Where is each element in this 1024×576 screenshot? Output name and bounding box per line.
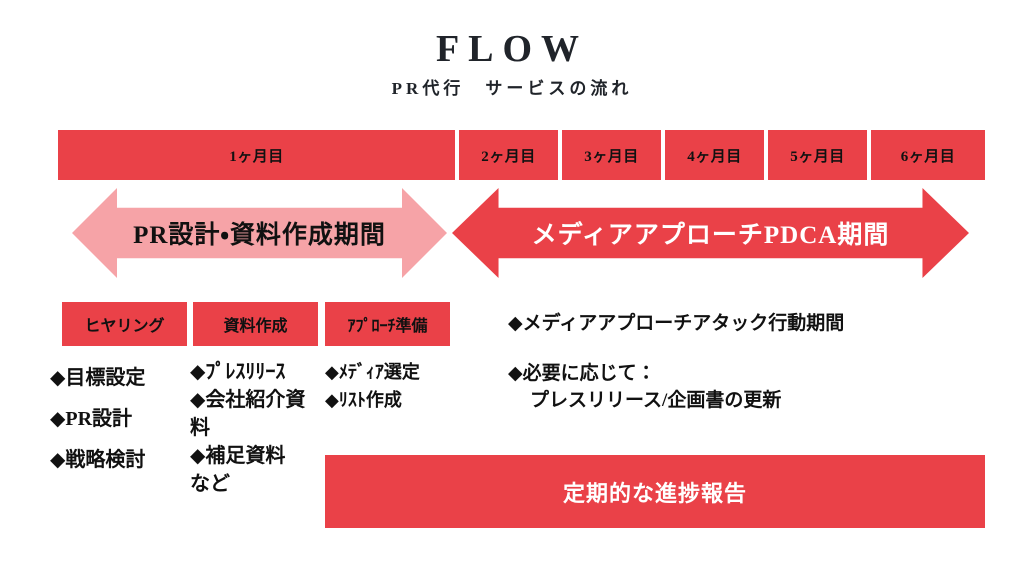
phase-arrow-label: PR設計・資料作成期間 <box>133 222 386 249</box>
bullet-item: ◆会社紹介資料 <box>190 389 306 439</box>
bullet-column-hearing: ◆目標設定 ◆PR設計 ◆戦略検討 <box>50 358 190 481</box>
note-block: ◆必要に応じて： プレスリリース/企画書の更新 <box>508 360 978 415</box>
bullet-column-materials: ◆ﾌﾟﾚｽﾘﾘｰｽ ◆会社紹介資料 ◆補足資料など <box>190 358 320 498</box>
bullet-item: など <box>190 473 230 495</box>
bullet-item: ◆補足資料 <box>190 445 286 467</box>
month-box-4: 4ヶ月目 <box>665 130 764 180</box>
tag-materials: 資料作成 <box>193 302 318 346</box>
note-main: ◆メディアアプローチアタック行動期間 <box>508 313 845 334</box>
note-sub: プレスリリース/企画書の更新 <box>530 390 782 412</box>
bullet-item: ◆ﾒﾃﾞｨｱ選定 <box>325 362 420 382</box>
bullet-item: ◆ﾌﾟﾚｽﾘﾘｰｽ <box>190 361 286 383</box>
media-notes: ◆メディアアプローチアタック行動期間 ◆必要に応じて： プレスリリース/企画書の更新 <box>508 310 978 437</box>
bullet-item: ◆PR設計 <box>50 408 133 430</box>
progress-report-bar: 定期的な進捗報告 <box>325 455 985 528</box>
page-subtitle: PR代行 サービスの流れ <box>391 79 633 98</box>
month-box-1: 1ヶ月目 <box>58 130 455 180</box>
bullet-item: ◆目標設定 <box>50 367 146 389</box>
bullet-column-approach-prep: ◆ﾒﾃﾞｨｱ選定 ◆ﾘｽﾄ作成 <box>325 358 465 414</box>
tag-hearing: ヒヤリング <box>62 302 187 346</box>
tag-approach-prep: ｱﾌﾟﾛｰﾁ準備 <box>325 302 450 346</box>
month-box-2: 2ヶ月目 <box>459 130 558 180</box>
month-box-5: 5ヶ月目 <box>768 130 867 180</box>
month-box-6: 6ヶ月目 <box>871 130 985 180</box>
phase-arrow-label: メディアアプローチPDCA期間 <box>531 222 890 249</box>
note-main: ◆必要に応じて： <box>508 362 656 384</box>
note-block: ◆メディアアプローチアタック行動期間 <box>508 310 978 338</box>
bullet-item: ◆ﾘｽﾄ作成 <box>325 390 402 410</box>
page-title: FLOW <box>435 28 589 70</box>
phase-arrow-media-pdca: メディアアプローチPDCA期間 <box>452 188 969 278</box>
month-box-3: 3ヶ月目 <box>562 130 661 180</box>
phase-arrow-pr-design: PR設計・資料作成期間 <box>72 188 447 278</box>
bullet-item: ◆戦略検討 <box>50 449 146 471</box>
